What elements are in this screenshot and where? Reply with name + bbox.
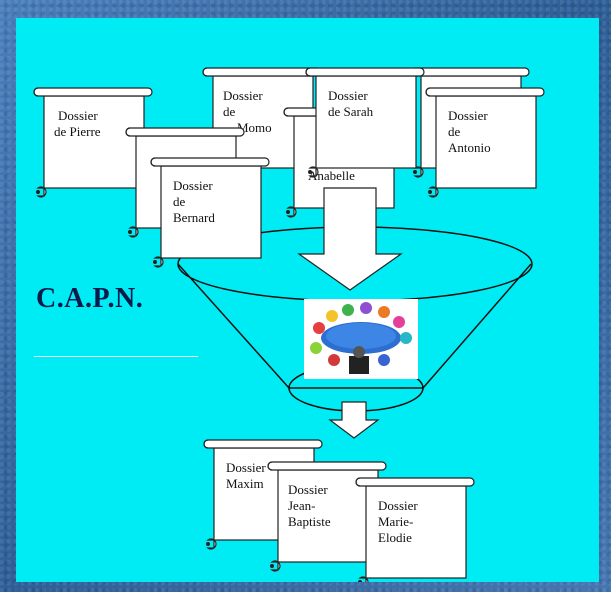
title-underline (34, 356, 198, 357)
svg-text:Dossier Jean-: Dossier Jean- Baptiste (288, 482, 331, 529)
capn-title: C.A.P.N. (36, 283, 144, 314)
svg-text:Dossier Marie-: Dossier Marie- Elodie (378, 498, 421, 545)
svg-text:Dossier Maxim: Dossier Maxim (226, 460, 269, 491)
scroll-dossier-sarah: Dossier de Sarah (305, 67, 425, 178)
diagram-panel: Dossier de Pierre Dossier de Momo Anabel… (16, 18, 599, 582)
down-arrow-small-icon (328, 401, 380, 439)
scroll-dossier-antonio: Dossier de Antonio (425, 87, 545, 198)
scroll-dossier-anabelle: Anabelle (283, 107, 403, 218)
svg-text:Anabelle: Anabelle (308, 168, 355, 183)
scroll-dossier-pierre: Dossier de Pierre (33, 87, 153, 198)
scroll-dossier-bernard: Dossier de Bernard (150, 157, 270, 268)
svg-text:Dossier de Ber: Dossier de Bernard (173, 178, 216, 225)
down-arrow-icon (297, 187, 403, 291)
scroll-text: Dossier de Pierre (54, 108, 101, 139)
scroll-dossier-marie-elodie: Dossier Marie- Elodie (355, 477, 475, 582)
svg-text:Dossier de Sarah: Dossier de Sarah (328, 88, 374, 119)
scroll-dossier-maxim: Dossier Maxim (203, 439, 323, 550)
meeting-table-image (304, 299, 418, 379)
scroll-dossier-jean-baptiste: Dossier Jean- Baptiste (267, 461, 387, 572)
scroll-dossier-momo: Dossier de Momo (202, 67, 322, 178)
svg-text:Dossier de Ant: Dossier de Antonio (448, 108, 491, 155)
diagram-canvas: Dossier de Pierre Dossier de Momo Anabel… (33, 67, 545, 582)
svg-text:Dossier de Mom: Dossier de Momo (223, 88, 272, 135)
